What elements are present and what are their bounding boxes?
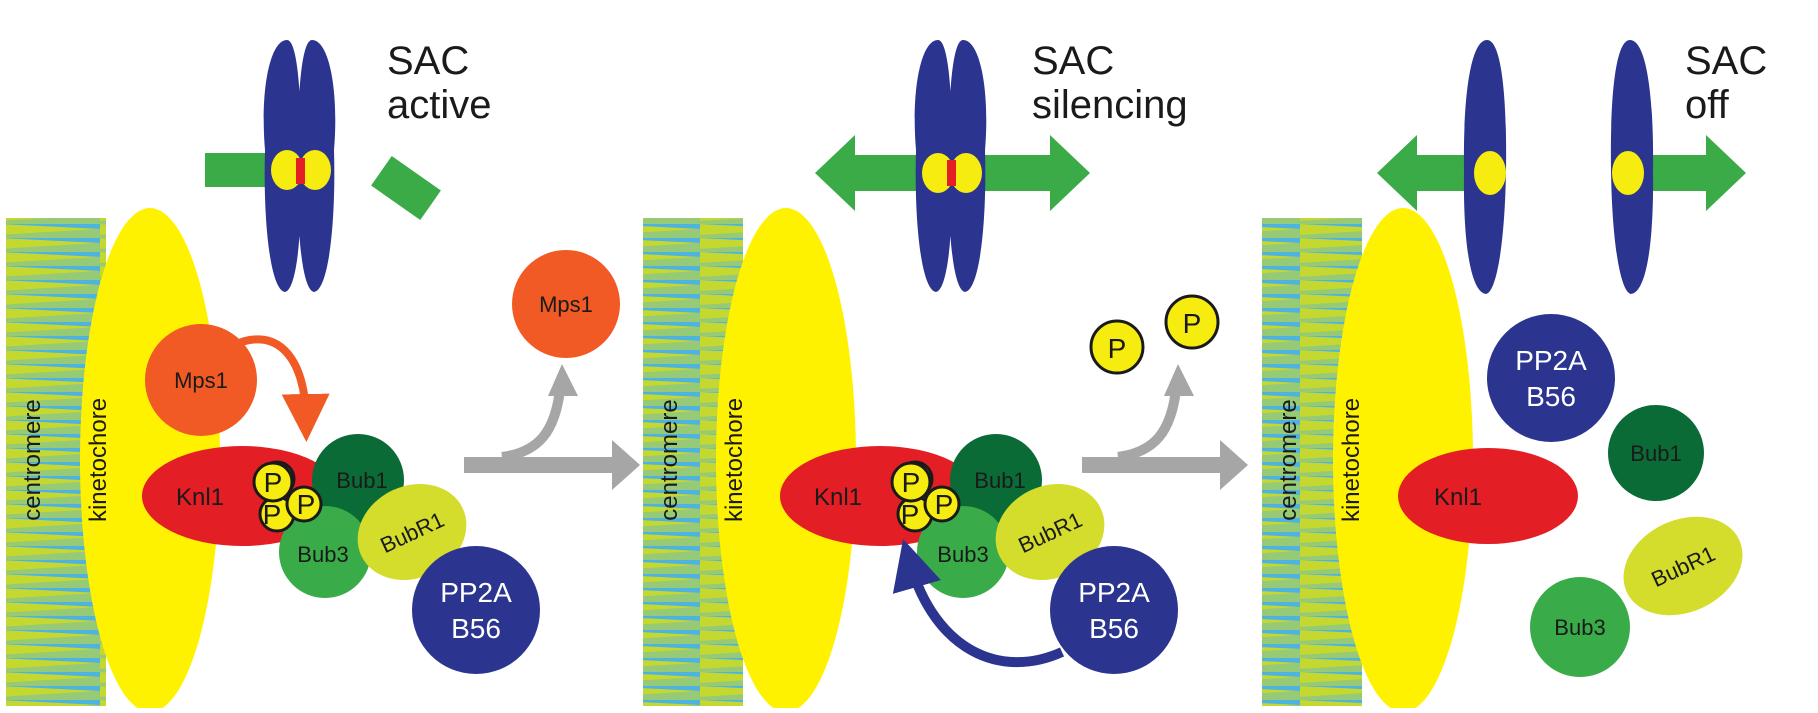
phospho-4 bbox=[890, 461, 932, 503]
mps1-released bbox=[512, 250, 620, 358]
centromere-block: centromere bbox=[643, 218, 743, 706]
pp2a-label-line1: PP2A bbox=[1078, 577, 1150, 608]
bub1-label: Bub1 bbox=[336, 468, 387, 493]
dephosphorylation-arrow bbox=[892, 538, 1065, 668]
knl1-label: Knl1 bbox=[1434, 484, 1482, 511]
chromosome-tension bbox=[815, 40, 1090, 292]
pp2a-label-line2: B56 bbox=[1526, 381, 1576, 412]
centromere-right bbox=[950, 153, 982, 193]
bub3-label: Bub3 bbox=[297, 542, 348, 567]
panel-3-title-line2: off bbox=[1685, 83, 1730, 127]
bub3-label: Bub3 bbox=[1554, 615, 1605, 640]
panel-3-title-line1: SAC bbox=[1685, 39, 1767, 83]
bub1-label: Bub1 bbox=[1630, 441, 1681, 466]
mps1-released-label: Mps1 bbox=[539, 292, 593, 317]
centromere-label: centromere bbox=[19, 399, 46, 520]
bub3-label: Bub3 bbox=[937, 542, 988, 567]
panel-sac-silencing: SAC silencing centromere kinetochore Knl… bbox=[643, 39, 1188, 712]
centromere-label: centromere bbox=[656, 399, 683, 520]
panel-2-title-line1: SAC bbox=[1032, 39, 1114, 83]
kinetochore bbox=[1333, 208, 1473, 712]
kinetochore-label: kinetochore bbox=[85, 398, 112, 522]
kinetochore-label: kinetochore bbox=[721, 398, 748, 522]
cohesion-mark bbox=[296, 158, 305, 184]
bubr1 bbox=[1623, 516, 1743, 616]
free-microtubule bbox=[371, 156, 441, 220]
knl1 bbox=[1398, 448, 1578, 544]
knl1-label: Knl1 bbox=[814, 484, 862, 511]
microtubule-arrow-right bbox=[1631, 135, 1746, 211]
phospho-3 bbox=[923, 485, 961, 523]
phospho-released-1 bbox=[1089, 319, 1145, 375]
pp2a-label-line2: B56 bbox=[1089, 613, 1139, 644]
microtubule-arrow-left bbox=[1377, 135, 1490, 211]
pp2a-b56 bbox=[1050, 546, 1178, 674]
bub1-label: Bub1 bbox=[974, 468, 1025, 493]
phosphorylation-arrow bbox=[230, 335, 330, 442]
pp2a-label-line1: PP2A bbox=[1515, 345, 1587, 376]
bub3 bbox=[279, 506, 371, 598]
centromere bbox=[1474, 151, 1506, 195]
pp2a-b56 bbox=[412, 546, 540, 674]
panel-sac-active: SAC active centromere kinetochore Knl1 M… bbox=[6, 39, 540, 712]
phospho-4 bbox=[252, 461, 294, 503]
knl1-label: Knl1 bbox=[176, 484, 224, 511]
kinetochore bbox=[716, 208, 856, 712]
pp2a-b56 bbox=[1487, 314, 1615, 442]
centromere-right bbox=[299, 150, 331, 190]
centromere-left bbox=[922, 153, 954, 193]
sister-chromatid-left bbox=[1377, 40, 1507, 294]
centromere-left bbox=[271, 150, 303, 190]
bub3 bbox=[1530, 577, 1630, 677]
process-arrow-1 bbox=[464, 364, 640, 490]
mps1 bbox=[145, 324, 257, 436]
phospho-3 bbox=[285, 485, 323, 523]
phospho-released-2 bbox=[1164, 294, 1220, 350]
mps1-label: Mps1 bbox=[174, 368, 228, 393]
phospho-label: P bbox=[297, 489, 316, 520]
phospho-label: P bbox=[264, 467, 283, 498]
phospho-label: P bbox=[1108, 333, 1127, 364]
kinetochore-label: kinetochore bbox=[1338, 398, 1365, 522]
phospho-label: P bbox=[935, 489, 954, 520]
panel-sac-off: SAC off centromere kinetochore Knl1 PP2A… bbox=[1262, 39, 1767, 712]
panel-1-title-line1: SAC bbox=[387, 39, 469, 83]
phospho-label: P bbox=[901, 499, 920, 530]
bub1 bbox=[1608, 405, 1704, 501]
bubr1 bbox=[995, 484, 1105, 580]
panel-1-title-line2: active bbox=[387, 83, 492, 127]
centromere bbox=[1612, 151, 1644, 195]
phospho-label: P bbox=[1183, 308, 1202, 339]
pp2a-label-line1: PP2A bbox=[440, 577, 512, 608]
centromere-label: centromere bbox=[1275, 399, 1302, 520]
cohesion-mark bbox=[947, 160, 956, 186]
process-arrow-2 bbox=[1082, 364, 1248, 490]
panel-2-title-line2: silencing bbox=[1032, 83, 1188, 127]
chromosome-attached bbox=[205, 40, 336, 292]
pp2a-label-line2: B56 bbox=[451, 613, 501, 644]
phospho-label: P bbox=[263, 499, 282, 530]
phospho-label: P bbox=[902, 467, 921, 498]
sister-chromatid-right bbox=[1610, 40, 1746, 294]
bubr1 bbox=[357, 484, 467, 580]
